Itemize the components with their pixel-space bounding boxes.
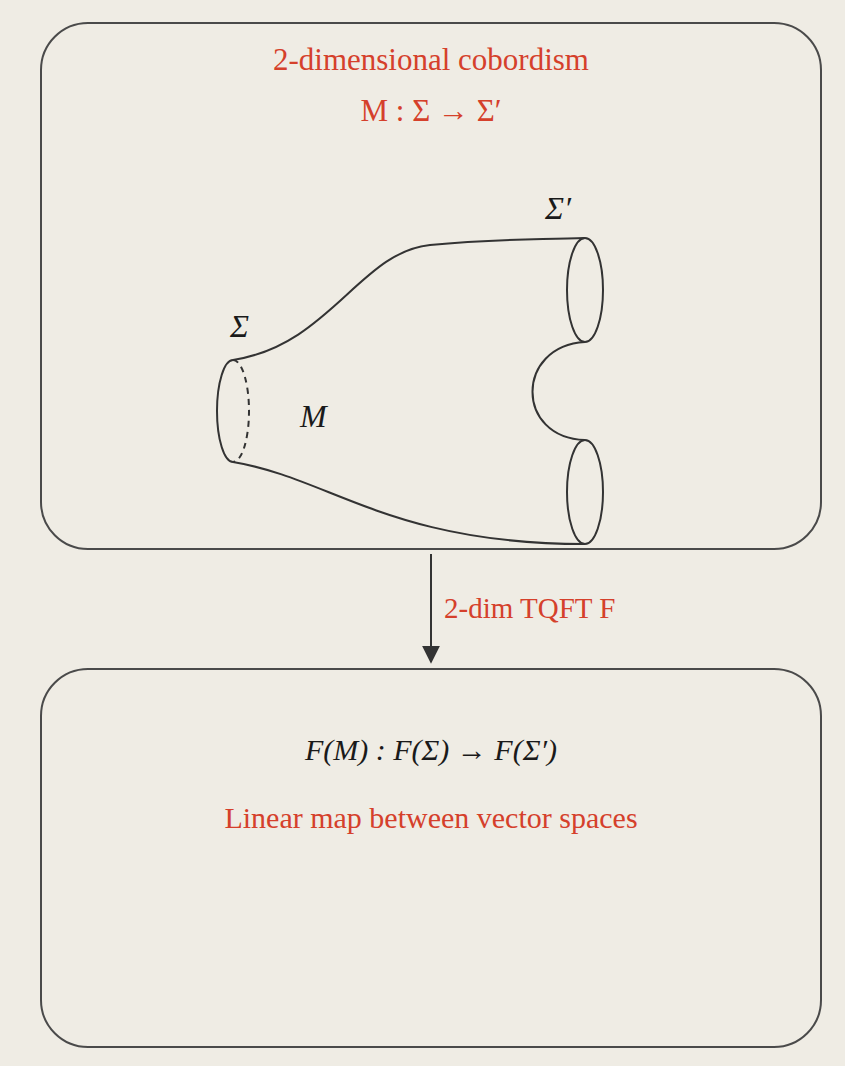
panel-subtext: Linear map between vector spaces: [211, 796, 651, 840]
surface-outline: [233, 238, 585, 360]
boundary-circle: [567, 238, 603, 342]
panel-heading: F(M) : F(Σ) → F(Σ′): [42, 728, 820, 772]
boundary-circle: [567, 440, 603, 544]
panel-box: 2-dimensional cobordism M : Σ → Σ′: [40, 22, 822, 550]
panel-box: F(M) : F(Σ) → F(Σ′) Linear map between ve…: [40, 668, 822, 1048]
surface-crotch: [533, 342, 586, 440]
surface-label: Σ: [230, 308, 249, 345]
panel-subtext: M : Σ → Σ′: [42, 89, 820, 134]
functor-arrow: [430, 554, 432, 662]
panel-heading: 2-dimensional cobordism: [42, 38, 820, 83]
boundary-circle-hidden: [233, 360, 249, 462]
surface-label: M: [300, 398, 327, 435]
surface-outline: [233, 462, 585, 544]
boundary-circle: [217, 360, 233, 462]
edge-label: 2-dim TQFT F: [441, 592, 618, 625]
surface-label: Σ′: [545, 190, 571, 227]
